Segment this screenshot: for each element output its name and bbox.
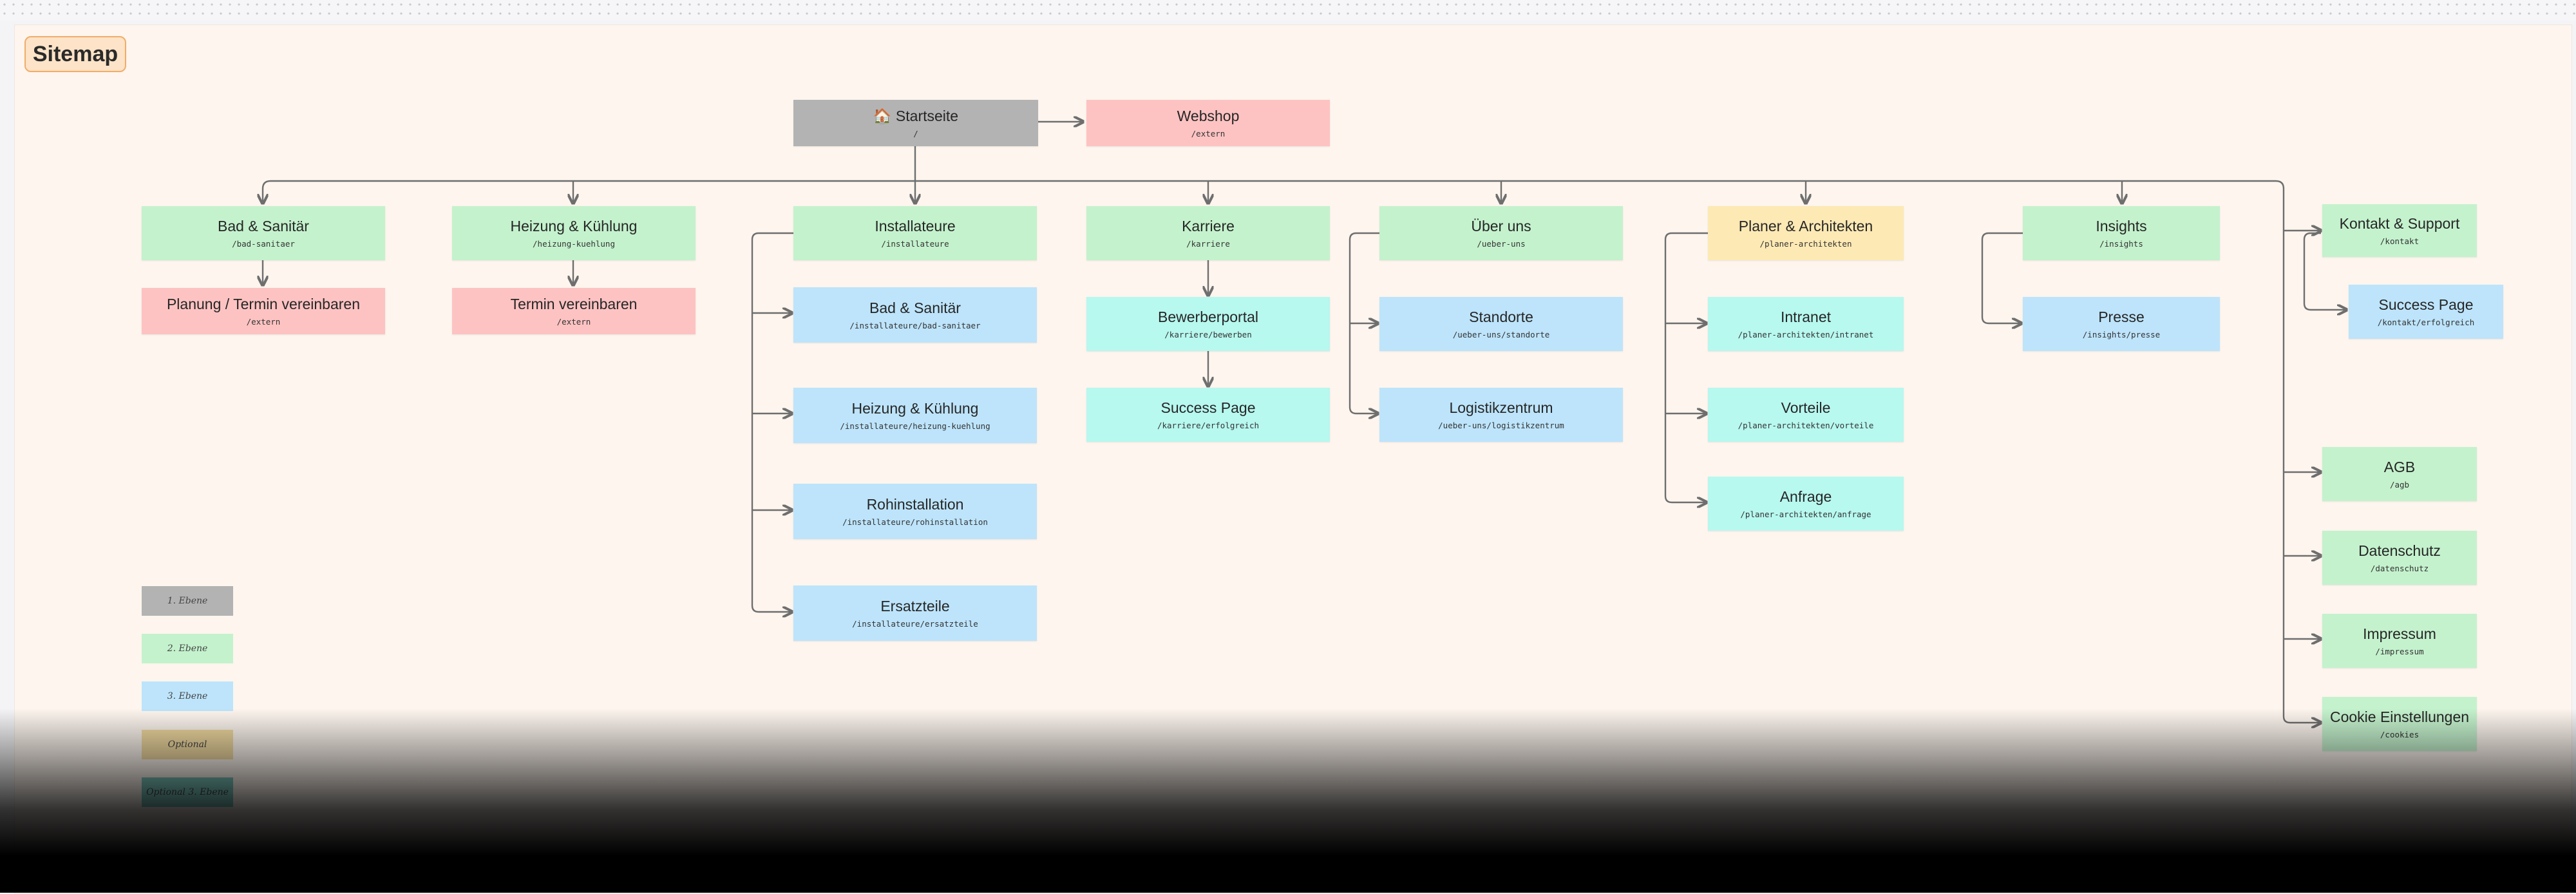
node-url: /installateure/ersatzteile	[852, 618, 978, 629]
node-presse[interactable]: Presse /insights/presse	[2023, 297, 2220, 351]
legend-level1: 1. Ebene	[142, 586, 233, 616]
node-heizung-termin[interactable]: Termin vereinbaren /extern	[452, 288, 696, 334]
legend-level2: 2. Ebene	[142, 634, 233, 663]
node-vorteile[interactable]: Vorteile /planer-architekten/vorteile	[1708, 388, 1904, 442]
node-kontakt-success[interactable]: Success Page /kontakt/erfolgreich	[2349, 285, 2503, 339]
node-label: Presse	[2098, 309, 2145, 326]
node-url: /karriere/erfolgreich	[1157, 420, 1260, 430]
node-url: /planer-architekten	[1759, 238, 1852, 249]
legend-level3: 3. Ebene	[142, 681, 233, 711]
sitemap-title: Sitemap	[24, 36, 126, 72]
node-impressum[interactable]: Impressum /impressum	[2322, 614, 2477, 668]
node-url: /datenschutz	[2370, 563, 2429, 573]
node-url: /planer-architekten/anfrage	[1740, 509, 1871, 519]
node-label: Webshop	[1177, 108, 1240, 125]
node-label: Bad & Sanitär	[218, 218, 309, 235]
node-url: /ueber-uns	[1477, 238, 1526, 249]
node-label: Logistikzentrum	[1449, 399, 1553, 417]
node-label: Kontakt & Support	[2339, 215, 2460, 233]
node-label: Cookie Einstellungen	[2329, 709, 2470, 726]
sitemap-board	[14, 24, 2572, 894]
node-url: /extern	[1191, 128, 1226, 138]
node-url: /planer-architekten/vorteile	[1738, 420, 1874, 430]
node-label: Bewerberportal	[1158, 309, 1258, 326]
node-label: Planer & Architekten	[1738, 218, 1873, 235]
node-label: Intranet	[1781, 309, 1831, 326]
node-url: /heizung-kuehlung	[533, 238, 615, 249]
node-label: Impressum	[2363, 625, 2436, 643]
node-standorte[interactable]: Standorte /ueber-uns/standorte	[1379, 297, 1623, 351]
node-url: /karriere/bewerben	[1164, 329, 1252, 339]
node-installateure-bad[interactable]: Bad & Sanitär /installateure/bad-sanitae…	[793, 287, 1037, 343]
node-ueber-uns[interactable]: Über uns /ueber-uns	[1379, 206, 1623, 260]
node-label: 🏠 Startseite	[873, 108, 959, 125]
node-installateure-ersatzteile[interactable]: Ersatzteile /installateure/ersatzteile	[793, 585, 1037, 641]
node-url: /	[913, 128, 918, 138]
node-datenschutz[interactable]: Datenschutz /datenschutz	[2322, 531, 2477, 585]
node-label: Installateure	[875, 218, 956, 235]
node-bewerberportal[interactable]: Bewerberportal /karriere/bewerben	[1086, 297, 1330, 351]
node-label: Termin vereinbaren	[510, 296, 638, 313]
node-url: /installateure/bad-sanitaer	[849, 320, 981, 330]
node-insights[interactable]: Insights /insights	[2023, 206, 2220, 260]
node-webshop[interactable]: Webshop /extern	[1086, 100, 1330, 146]
node-label: Planung / Termin vereinbaren	[166, 296, 361, 313]
node-anfrage[interactable]: Anfrage /planer-architekten/anfrage	[1708, 477, 1904, 531]
node-label: Heizung & Kühlung	[851, 400, 979, 417]
node-label: Vorteile	[1781, 399, 1831, 417]
node-cookie-einstellungen[interactable]: Cookie Einstellungen /cookies	[2322, 697, 2477, 751]
node-kontakt-support[interactable]: Kontakt & Support /kontakt	[2322, 204, 2477, 257]
legend-optional-level3: Optional 3. Ebene	[142, 777, 233, 807]
node-bad-sanitaer[interactable]: Bad & Sanitär /bad-sanitaer	[142, 206, 385, 260]
node-logistikzentrum[interactable]: Logistikzentrum /ueber-uns/logistikzentr…	[1379, 388, 1623, 442]
node-url: /installateure/rohinstallation	[842, 517, 988, 527]
node-url: /kontakt/erfolgreich	[2377, 317, 2475, 327]
node-label: Insights	[2096, 218, 2147, 235]
canvas-dot-grid	[0, 0, 2576, 21]
node-label: Heizung & Kühlung	[510, 218, 638, 235]
node-url: /agb	[2389, 479, 2410, 490]
node-url: /bad-sanitaer	[232, 238, 295, 249]
legend-optional: Optional	[142, 730, 233, 759]
node-karriere[interactable]: Karriere /karriere	[1086, 206, 1330, 260]
node-intranet[interactable]: Intranet /planer-architekten/intranet	[1708, 297, 1904, 351]
node-installateure-heizung[interactable]: Heizung & Kühlung /installateure/heizung…	[793, 388, 1037, 443]
node-agb[interactable]: AGB /agb	[2322, 447, 2477, 501]
node-url: /ueber-uns/standorte	[1452, 329, 1550, 339]
node-url: /karriere	[1186, 238, 1230, 249]
node-url: /insights	[2099, 238, 2143, 249]
node-label: Standorte	[1469, 309, 1533, 326]
node-label: AGB	[2383, 459, 2416, 476]
node-label: Karriere	[1182, 218, 1235, 235]
node-url: /cookies	[2380, 729, 2420, 739]
node-url: /planer-architekten/intranet	[1738, 329, 1874, 339]
node-installateure[interactable]: Installateure /installateure	[793, 206, 1037, 260]
node-label: Ersatzteile	[880, 598, 950, 615]
node-label: Bad & Sanitär	[869, 300, 961, 317]
node-bad-planung[interactable]: Planung / Termin vereinbaren /extern	[142, 288, 385, 334]
node-planer-architekten[interactable]: Planer & Architekten /planer-architekten	[1708, 206, 1904, 260]
node-label: Success Page	[2378, 296, 2474, 314]
node-label: Success Page	[1160, 399, 1256, 417]
node-label: Anfrage	[1779, 488, 1832, 506]
node-url: /insights/presse	[2082, 329, 2161, 339]
node-url: /extern	[556, 316, 591, 327]
node-label: Datenschutz	[2358, 542, 2441, 560]
node-url: /impressum	[2375, 646, 2424, 656]
node-installateure-rohinstallation[interactable]: Rohinstallation /installateure/rohinstal…	[793, 484, 1037, 539]
node-url: /kontakt	[2380, 236, 2420, 246]
node-url: /installateure/heizung-kuehlung	[840, 421, 990, 431]
node-karriere-success[interactable]: Success Page /karriere/erfolgreich	[1086, 388, 1330, 442]
node-url: /extern	[246, 316, 281, 327]
node-label: Rohinstallation	[866, 496, 964, 513]
node-label: Über uns	[1471, 218, 1531, 235]
node-startseite[interactable]: 🏠 Startseite /	[793, 100, 1038, 146]
node-heizung-kuehlung[interactable]: Heizung & Kühlung /heizung-kuehlung	[452, 206, 696, 260]
node-url: /installateure	[881, 238, 949, 249]
node-url: /ueber-uns/logistikzentrum	[1438, 420, 1564, 430]
